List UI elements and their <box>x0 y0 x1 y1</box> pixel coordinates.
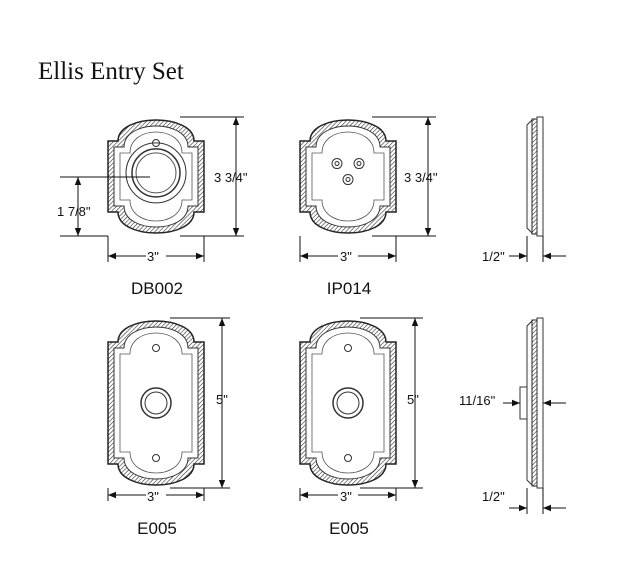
e005-2-screw-bottom <box>344 454 352 462</box>
db002-cylinder-ring <box>131 148 181 198</box>
side-view-1-rope <box>531 118 538 235</box>
ip014-hole-0 <box>331 158 343 170</box>
db002-center-height-label: 1 7/8" <box>57 204 91 219</box>
e005-2-inner-bevel <box>311 332 385 474</box>
e005-1-name: E005 <box>137 519 177 538</box>
ip014-height-label: 3 3/4" <box>404 170 438 185</box>
e005-2-button-ring <box>332 387 364 419</box>
side-view-1-depth-label: 1/2" <box>482 249 505 264</box>
e005-2-height-label: 5" <box>407 392 419 407</box>
side-view-1-bevel <box>526 118 533 235</box>
e005-1-height-label: 5" <box>216 392 228 407</box>
e005-1-button <box>144 391 168 415</box>
db002-screw-hole <box>152 139 160 147</box>
db002-escutcheon <box>125 142 187 204</box>
ip014-rope-border <box>305 125 391 228</box>
side-view-2-bevel <box>526 319 533 487</box>
ip014-hole-2 <box>342 174 354 186</box>
e005-2-name: E005 <box>329 519 369 538</box>
e005-1-inner-bevel <box>119 332 193 474</box>
e005-2-width-label: 3" <box>340 489 352 504</box>
db002-height-label: 3 3/4" <box>214 170 248 185</box>
db002-width-label: 3" <box>147 249 159 264</box>
e005-1-screw-bottom <box>152 454 160 462</box>
e005-1-width-label: 3" <box>147 489 159 504</box>
e005-2-button <box>336 391 360 415</box>
e005-1-rope-border <box>113 326 199 480</box>
db002-inner-bevel <box>119 131 193 222</box>
side-view-2-depth-label: 1/2" <box>482 489 505 504</box>
ip014-hole-inner-0 <box>334 161 340 167</box>
ip014-width-label: 3" <box>340 249 352 264</box>
e005-2-screw-top <box>344 344 352 352</box>
side-view-2-projection <box>519 386 528 420</box>
side-view-2-projection-label: 11/16" <box>459 393 496 408</box>
ip014-hole-1 <box>353 158 365 170</box>
ip014-inner-bevel <box>311 131 385 222</box>
db002-name: DB002 <box>131 279 183 298</box>
e005-1-button-ring <box>140 387 172 419</box>
e005-2-rope-border <box>305 326 391 480</box>
side-view-2-rope <box>531 319 538 487</box>
side-view-1-back <box>536 116 544 237</box>
ip014-name: IP014 <box>326 279 372 298</box>
ip014-hole-inner-1 <box>356 161 362 167</box>
side-view-2-back <box>536 317 544 489</box>
e005-1-screw-top <box>152 344 160 352</box>
db002-cylinder <box>135 152 177 194</box>
ip014-hole-inner-2 <box>345 177 351 183</box>
page-title: Ellis Entry Set <box>38 58 184 85</box>
